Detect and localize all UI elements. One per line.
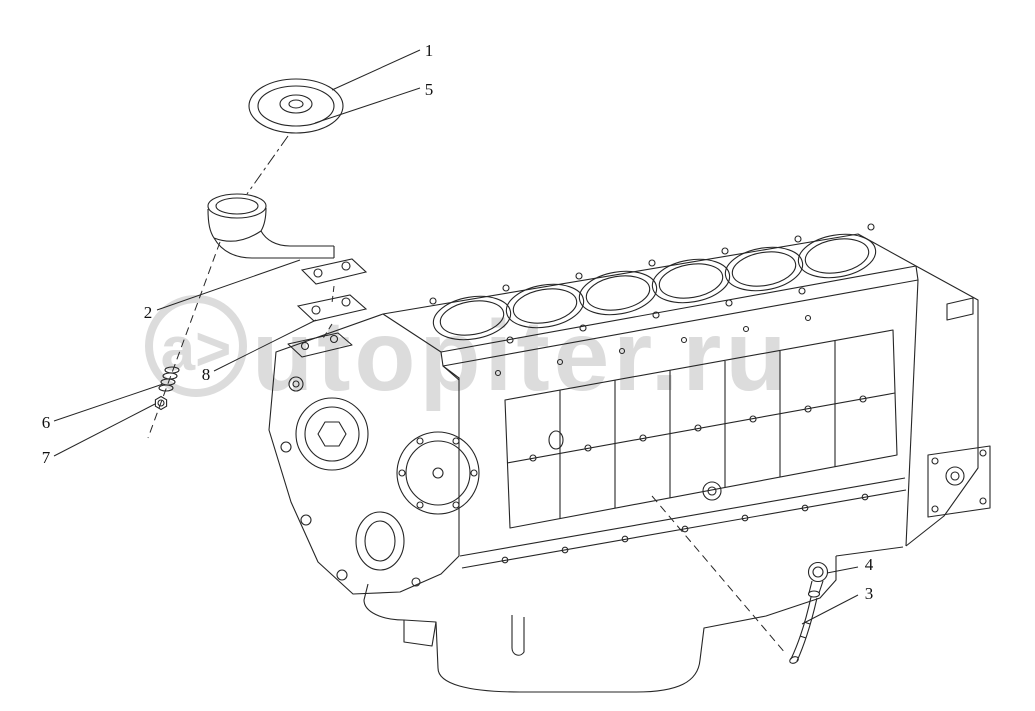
callout-4: 4: [865, 555, 874, 574]
watermark-logo-circle: [145, 295, 247, 397]
oil-filler-tube: [207, 193, 368, 285]
filler-tube-flange: [300, 258, 368, 285]
oil-pan: [363, 556, 837, 693]
callout-2: 2: [144, 303, 153, 322]
leader-line-2: [156, 259, 301, 311]
callout-8: 8: [202, 365, 211, 384]
oil-filler-cap: [248, 78, 344, 134]
leader-line-1: [331, 49, 421, 91]
centerline-neck-to-nut: [147, 241, 221, 439]
leader-line-5: [314, 87, 421, 124]
leader-line-3: [801, 594, 859, 625]
leader-line-7: [53, 403, 156, 457]
crankcase-side: [459, 314, 907, 569]
centerline-gasket-to-boss: [321, 323, 333, 341]
callout-6: 6: [42, 413, 51, 432]
centerline-cap-to-neck: [246, 135, 289, 195]
cylinder-bores: [432, 233, 877, 341]
spring: [158, 366, 180, 392]
flywheel-housing: [835, 265, 991, 557]
watermark-logo-text: a>: [161, 315, 232, 384]
callout-5: 5: [425, 80, 434, 99]
callout-3: 3: [865, 584, 874, 603]
callout-7: 7: [42, 448, 51, 467]
leader-line-4: [826, 566, 859, 574]
leader-line-8: [213, 319, 317, 372]
engine-block-drawing: [268, 223, 991, 693]
callout-1: 1: [425, 41, 434, 60]
filler-mounting-boss: [287, 332, 353, 358]
leader-line-6: [53, 383, 164, 422]
deck-bolt-holes: [429, 223, 875, 344]
centerline-flange-to-gasket: [331, 285, 335, 304]
dipstick: [789, 561, 829, 664]
nut: [154, 395, 168, 411]
centerline-dipstick-to-block: [651, 495, 787, 655]
front-gear-face: [268, 313, 480, 595]
